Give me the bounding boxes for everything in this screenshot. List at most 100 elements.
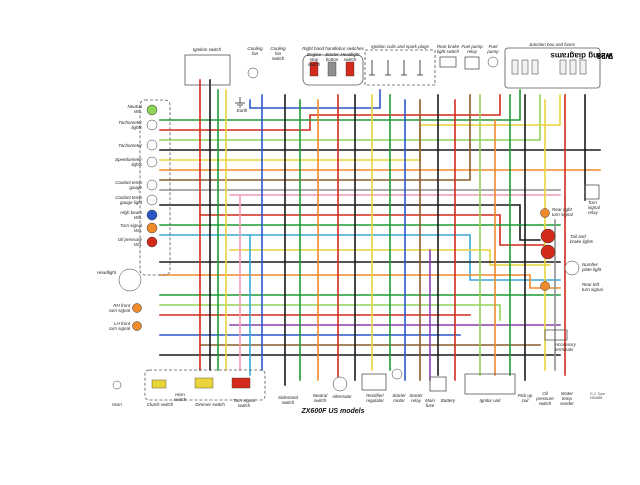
diagram-title: ZX600F US models [301, 408, 365, 415]
headlight-switch-block [345, 61, 355, 77]
label-fuel-pump: Fuel pump [487, 44, 499, 54]
label-rear-brake-switch: Rear brake light switch [436, 44, 460, 54]
fuse-4 [559, 59, 567, 75]
ignition-switch-box [184, 54, 231, 86]
label-headlight: Headlight [96, 270, 116, 275]
label-clutch-switch: Clutch switch [146, 402, 174, 407]
fuse-1 [511, 59, 519, 75]
label-cooling-fan: Cooling fan [247, 46, 263, 56]
label-rh-front-turn: RH front turn signal [109, 303, 130, 313]
label-starter-button: Starter button [325, 52, 339, 62]
left-handlebar-box [144, 369, 266, 401]
alternator-symbol [332, 376, 348, 392]
label-speedometer-lights: Speedometer lights [114, 157, 142, 167]
wire-green-h1 [159, 89, 521, 121]
label-tachometer: Tachometer [118, 143, 142, 148]
horn-symbol [112, 380, 122, 390]
label-oil-pressure-switch: Oil pressure switch [536, 391, 554, 406]
wire-yellow-h2 [229, 249, 551, 266]
cooling-fan-motor [247, 67, 259, 79]
label-ignition-switch: Ignition switch [192, 47, 222, 52]
label-sidestand-switch: Sidestand switch [277, 395, 299, 405]
credit-label: G.J. Tyne H30468 [590, 392, 605, 400]
tachometer-light-lamp [146, 119, 158, 131]
label-rear-left-turn: Rear left turn signal [582, 282, 603, 292]
label-main-fuse: Main fuse [425, 398, 435, 408]
wire-brown-h1 [159, 94, 471, 181]
wire-black-h2 [159, 204, 541, 241]
fuse-5 [569, 59, 577, 75]
label-starter-relay: Starter relay [409, 393, 423, 403]
right-handlebar-box [302, 54, 364, 86]
label-horn: Horn [112, 402, 122, 407]
label-battery: Battery [440, 398, 456, 403]
tachometer-lamp [146, 139, 158, 151]
wire-orange-h2 [159, 274, 561, 289]
label-horn-switch: Horn switch [173, 392, 187, 402]
label-water-temp-sender: Water temp sender [560, 391, 574, 406]
label-dimmer-switch: Dimmer switch [195, 402, 225, 407]
label-accessory-terminals: Accessory terminals [555, 342, 576, 352]
page-section: Wiring diagrams [550, 51, 613, 60]
label-tachometer-lights: Tachometer lights [118, 120, 142, 130]
label-ignition-coils: Ignition coils and spark plugs [371, 44, 429, 49]
rear-right-turn-lamp [540, 208, 550, 218]
accessory-terminals-box [544, 329, 568, 341]
ignition-coils-box [364, 49, 436, 86]
label-turn-signal-switch: Turn signal switch [233, 398, 255, 408]
label-cooling-fan-switch: Cooling fan switch [270, 46, 286, 61]
instrument-panel-outline [139, 99, 171, 276]
page-header: 9•28 Wiring diagrams [550, 50, 613, 170]
fuse-6 [579, 59, 587, 75]
wire-lightgreen-h2 [159, 304, 501, 321]
label-headlight-switch: Headlight switch [340, 52, 360, 62]
high-beam-lamp [146, 209, 158, 221]
label-engine-stop-switch: Engine stop switch [306, 52, 322, 67]
label-rear-right-turn: Rear right turn signal [552, 207, 573, 217]
coolant-gauge-light-lamp [146, 194, 158, 206]
wire-blue-h1 [249, 89, 381, 109]
rectifier-box [361, 373, 387, 391]
label-rectifier: Rectifier/ regulator [366, 393, 384, 403]
wire-lightgreen-h1 [159, 94, 541, 141]
starter-motor-symbol [391, 368, 403, 380]
clutch-switch-block [151, 379, 167, 389]
ignition-coil-1 [369, 60, 375, 76]
label-number-plate-light: Number plate light [582, 262, 602, 272]
label-oil-pressure-wl: Oil pressure W/L [117, 237, 142, 247]
label-junction-box: Junction box and fuses [528, 42, 576, 47]
label-turn-signal-wl: Turn signal W/L [120, 223, 142, 233]
turn-switch-block [231, 377, 251, 389]
engine-stop-switch-block [309, 61, 319, 77]
label-starter-motor: Starter motor [392, 393, 406, 403]
coolant-gauge-lamp [146, 179, 158, 191]
wire-lightblue-h1 [159, 234, 561, 281]
label-pickup-coil: Pick up coil [517, 393, 533, 403]
ignition-coil-4 [417, 60, 423, 76]
tail-lamp-2 [540, 244, 556, 260]
label-high-beam-wl: High beam W/L [120, 210, 142, 220]
number-plate-lamp [564, 260, 580, 276]
wire-red-h2 [199, 214, 546, 246]
turn-signal-relay-box [584, 184, 600, 200]
rh-front-turn-lamp [132, 303, 142, 313]
fuse-2 [521, 59, 529, 75]
label-igniter-unit: Ignitor unit [479, 398, 501, 403]
rear-left-turn-lamp [540, 281, 550, 291]
dimmer-switch-block [194, 377, 214, 389]
headlight-lamp [118, 268, 142, 292]
rear-brake-switch-box [439, 56, 457, 68]
speedometer-light-lamp [146, 156, 158, 168]
label-neutral-wl: Neutral W/L [127, 104, 142, 114]
fuse-3 [531, 59, 539, 75]
lh-front-turn-lamp [132, 321, 142, 331]
label-turn-signal-relay: Turn signal relay [588, 200, 600, 215]
earth-symbol [235, 97, 245, 108]
ignition-coil-2 [385, 60, 391, 76]
label-neutral-switch: Neutral switch [312, 393, 328, 403]
label-alternator: Alternator [332, 394, 352, 399]
fuel-pump-relay-box [464, 56, 480, 70]
label-right-handlebar: Right hand handlebar switches [302, 46, 364, 51]
